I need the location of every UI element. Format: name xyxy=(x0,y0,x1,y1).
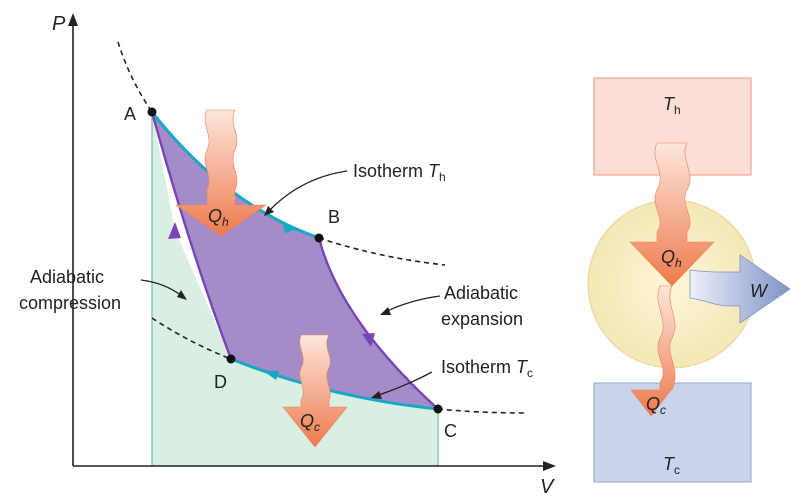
y-axis-label: P xyxy=(52,13,66,35)
heat-engine-schematic: Th Tc W Qh Qc xyxy=(588,78,790,482)
isotherm-hot-label: Isotherm Th xyxy=(353,161,446,184)
isotherm-cold-dashed-ext xyxy=(438,409,525,413)
adiabatic-expansion-label-2: expansion xyxy=(441,309,523,329)
adiabatic-expansion-callout-arrow-icon xyxy=(380,307,391,315)
x-axis-label: V xyxy=(540,476,555,497)
point-c-label: C xyxy=(444,421,457,441)
point-a-label: A xyxy=(124,104,136,124)
y-axis-arrow-icon xyxy=(68,13,78,26)
x-axis-arrow-icon xyxy=(543,461,556,471)
point-c-dot xyxy=(434,405,443,414)
point-d-dot xyxy=(227,355,236,364)
point-a-dot xyxy=(148,108,157,117)
isotherm-hot-dashed xyxy=(118,42,152,112)
isotherm-hot-callout xyxy=(268,171,347,212)
pv-diagram: Qh Qc P V A B C D Isotherm Th Isotherm T… xyxy=(19,13,556,497)
point-b-label: B xyxy=(328,207,340,227)
adiabatic-expansion-callout xyxy=(385,296,440,312)
work-label: W xyxy=(750,281,769,301)
isotherm-cold-label: Isotherm Tc xyxy=(441,357,533,380)
point-d-label: D xyxy=(214,372,227,392)
adiabatic-compression-label-2: compression xyxy=(19,293,121,313)
point-b-dot xyxy=(315,234,324,243)
isotherm-hot-dashed-ext xyxy=(319,238,445,265)
adiabatic-compression-label-1: Adiabatic xyxy=(30,267,104,287)
adiabatic-expansion-label-1: Adiabatic xyxy=(444,283,518,303)
